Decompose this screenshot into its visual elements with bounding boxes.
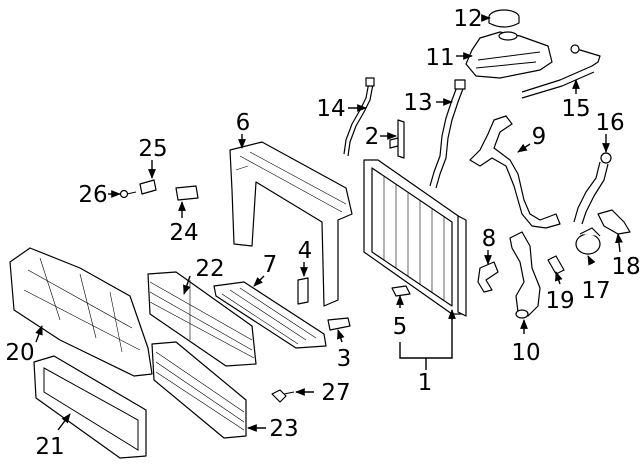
part-22-shutter xyxy=(147,271,257,367)
callout-10: 10 xyxy=(511,340,540,366)
callout-6: 6 xyxy=(236,110,251,136)
part-27-bolt xyxy=(271,389,295,403)
part-13-hose xyxy=(429,79,466,189)
callout-18: 18 xyxy=(611,254,640,280)
callout-12: 12 xyxy=(453,6,482,32)
part-19-clip xyxy=(547,255,565,275)
callout-8: 8 xyxy=(482,226,497,252)
leader-lines xyxy=(35,14,623,432)
part-26-screw xyxy=(119,189,137,199)
callout-labels: 1 2 3 4 5 6 7 8 9 10 11 12 13 14 15 16 1… xyxy=(5,6,640,460)
callout-21: 21 xyxy=(35,434,64,460)
callout-11: 11 xyxy=(425,45,454,71)
part-8-fitting xyxy=(477,261,499,293)
part-1-radiator xyxy=(363,159,467,317)
part-12-reservoir-cap xyxy=(488,9,520,28)
part-11-expansion-tank xyxy=(465,31,553,79)
part-25-clip xyxy=(139,179,157,195)
callout-13: 13 xyxy=(403,90,432,116)
part-5-drain-plug xyxy=(391,285,411,297)
callout-5: 5 xyxy=(393,314,408,340)
callout-26: 26 xyxy=(78,182,107,208)
callout-9: 9 xyxy=(532,124,547,150)
part-15-overflow-hose xyxy=(521,44,601,99)
part-17-pump xyxy=(575,227,601,255)
part-7-air-guide xyxy=(213,281,327,349)
callout-16: 16 xyxy=(595,110,624,136)
callout-17: 17 xyxy=(581,278,610,304)
callout-23: 23 xyxy=(269,416,298,442)
callout-3: 3 xyxy=(337,346,352,372)
part-10-lower-hose xyxy=(509,231,541,319)
part-24-sensor xyxy=(175,185,199,201)
part-4-bracket xyxy=(297,277,309,305)
callout-2: 2 xyxy=(365,124,380,150)
callout-4: 4 xyxy=(298,238,313,264)
callout-19: 19 xyxy=(545,288,574,314)
callout-25: 25 xyxy=(138,136,167,162)
part-20-bumper-support xyxy=(9,247,153,377)
part-23-lower-grille xyxy=(151,341,247,439)
callout-15: 15 xyxy=(561,96,590,122)
part-14-hose xyxy=(343,77,375,157)
part-3-clip xyxy=(327,317,351,331)
part-9-upper-hose xyxy=(469,115,561,229)
part-16-hose xyxy=(573,152,612,225)
callout-20: 20 xyxy=(5,340,34,366)
callout-27: 27 xyxy=(321,380,350,406)
callout-1: 1 xyxy=(418,370,433,396)
callout-14: 14 xyxy=(316,96,345,122)
part-6-shroud xyxy=(229,141,353,307)
callout-24: 24 xyxy=(169,220,198,246)
part-2-bracket xyxy=(389,119,405,159)
part-21-lower-cover xyxy=(33,355,147,459)
callout-22: 22 xyxy=(195,256,224,282)
callout-7: 7 xyxy=(263,252,278,278)
part-18-bracket xyxy=(597,209,631,235)
